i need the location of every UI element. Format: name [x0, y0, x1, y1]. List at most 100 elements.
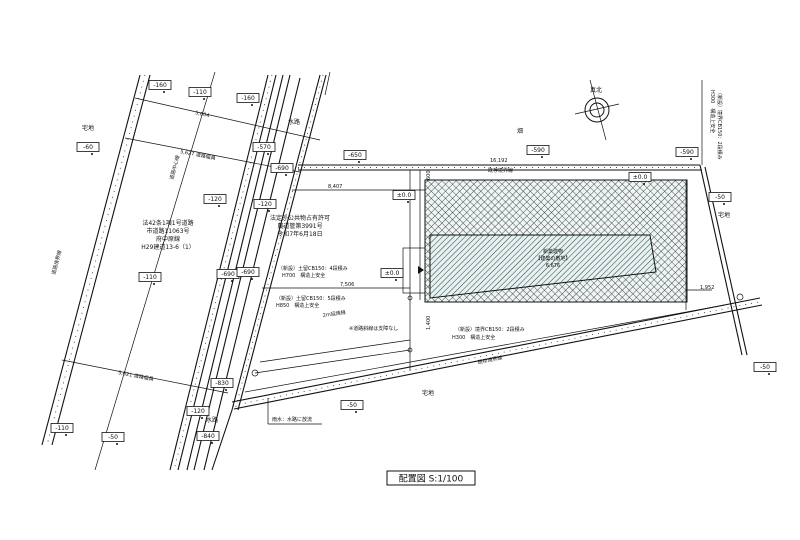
road-info: 市道路11063号: [146, 227, 189, 235]
elevation-tag: -590: [526, 145, 550, 158]
dimension: 16,192: [490, 158, 508, 164]
elevation-tag: -50: [708, 192, 732, 205]
dimension: 600: [426, 170, 432, 180]
elevation-tag: -120: [253, 199, 277, 212]
elevation-value: -110: [143, 274, 157, 281]
elevation-value: -590: [531, 147, 545, 154]
elevation-value: -160: [241, 95, 255, 102]
boundary-wall-note: H300 構造上安全: [452, 334, 495, 341]
elevation-value: -50: [108, 434, 118, 441]
building-sub: 【建築の敷地】: [535, 255, 570, 262]
elevation-value: -120: [191, 408, 205, 415]
elevation-value: ±0.0: [633, 174, 648, 181]
road-center-label: 道路中心線: [168, 155, 181, 181]
road-width-dimension: 5,621 道路幅員: [118, 369, 155, 383]
existing-boundary-label: 既存境界線: [488, 167, 513, 174]
permit-info: 令和7年6月18日: [277, 230, 322, 238]
retaining-wall-note: H700 構造上安全: [282, 272, 325, 279]
permit-info: 法定外公共物占有許可: [270, 214, 330, 222]
survey-marker-icon: [736, 293, 744, 301]
svg-text:配置図 S:1/100: 配置図 S:1/100: [399, 474, 464, 485]
dimension: 1,952: [700, 285, 714, 291]
elevation-value: -110: [55, 425, 69, 432]
elevation-tag: -650: [343, 150, 367, 163]
road-info: H29建道13-6（1）: [141, 243, 195, 251]
elevation-value: ±0.0: [397, 192, 412, 199]
rainwater-note: 雨水：水路に放流: [272, 416, 312, 423]
elevation-value: -650: [348, 152, 362, 159]
elevation-value: -690: [241, 269, 255, 276]
land-use-waterway: 水路: [206, 416, 218, 424]
elevation-tag: -690: [236, 267, 260, 280]
elevation-tag: -50: [753, 362, 777, 375]
bottom-boundary-wall: [231, 297, 763, 410]
elevation-value: -690: [221, 271, 235, 278]
elevation-tag: -120: [203, 194, 227, 207]
elevation-value: -570: [257, 144, 271, 151]
elevation-tag: -110: [50, 423, 74, 436]
elevation-tag: -160: [236, 93, 260, 106]
land-use-field: 畑: [517, 127, 523, 135]
elevation-tag: ±0.0: [628, 172, 652, 185]
elevation-value: -830: [215, 380, 229, 387]
land-use-residential: 宅地: [422, 389, 434, 397]
elevation-tag: -830: [210, 378, 234, 391]
north-compass-icon: [574, 79, 620, 141]
elevation-value: -60: [83, 144, 93, 151]
dimension: 1,400: [426, 316, 432, 330]
building-area: 6,676: [546, 263, 560, 269]
elevation-tag: -50: [101, 432, 125, 445]
elevation-value: -50: [760, 364, 770, 371]
elevation-tag: -690: [216, 269, 240, 282]
dimension: 8,407: [328, 184, 342, 190]
retaining-wall-note: （新設）土留CB150：4段積み: [278, 265, 348, 272]
elevation-value: -50: [347, 402, 357, 409]
elevation-tag: -110: [138, 272, 162, 285]
permit-info: 農道管第3991号: [277, 222, 322, 230]
elevation-tag: -120: [186, 406, 210, 419]
road-boundary-label: 道路境界線: [50, 250, 63, 276]
entrance-arrow-icon: [418, 266, 424, 274]
elevation-tag: -570: [252, 142, 276, 155]
dimension: 5,604: [195, 110, 210, 119]
building-name: 新築建物: [543, 248, 563, 255]
elevation-value: -590: [680, 149, 694, 156]
elevation-tag: -50: [340, 400, 364, 413]
elevation-value: ±0.0: [385, 270, 400, 277]
boundary-wall-note: H300 構造上安全: [709, 90, 716, 133]
road-info: 府中原線: [156, 235, 180, 243]
building-footprint: [429, 234, 657, 299]
elevation-value: -110: [193, 89, 207, 96]
north-label: 真北: [590, 86, 602, 94]
land-use-residential: 宅地: [82, 124, 94, 132]
elevation-tag: -110: [188, 87, 212, 100]
road-width-dimension: 5,627 道路幅員: [180, 148, 217, 162]
road-center-line: [94, 71, 216, 471]
elevation-tag: -60: [76, 142, 100, 155]
left-road-edge: [41, 74, 151, 446]
boundary-wall-note: （新設）境界CB150：2段積み: [716, 90, 723, 160]
fire-line-label: 2m延焼線: [322, 309, 346, 319]
elevation-tag: ±0.0: [392, 190, 416, 203]
elevation-tag: -690: [270, 163, 294, 176]
boundary-wall-note: （新設）境界CB150：2段積み: [455, 326, 525, 333]
elevation-tag: -840: [196, 431, 220, 444]
elevation-value: -690: [275, 165, 289, 172]
elevation-tag: ±0.0: [380, 268, 404, 281]
elevation-tag: -590: [675, 147, 699, 160]
elevation-value: -50: [715, 194, 725, 201]
elevation-value: -840: [201, 433, 215, 440]
retaining-wall-note: H850 構造上安全: [276, 302, 319, 309]
elevation-value: -120: [208, 196, 222, 203]
land-use-waterway: 水路: [288, 118, 300, 126]
right-road-edge: [169, 71, 331, 471]
dimension: 7,506: [340, 282, 354, 288]
drawing-title: 配置図 S:1/100: [386, 470, 476, 486]
elevation-value: -160: [153, 82, 167, 89]
top-boundary-fence: [298, 164, 702, 171]
retaining-wall-note: （新設）土留CB150：5段積み: [276, 295, 346, 302]
land-use-residential: 宅地: [718, 211, 730, 219]
elevation-tag: -160: [148, 80, 172, 93]
road-slope-note: ※道路斜線は支障なし: [349, 325, 398, 332]
